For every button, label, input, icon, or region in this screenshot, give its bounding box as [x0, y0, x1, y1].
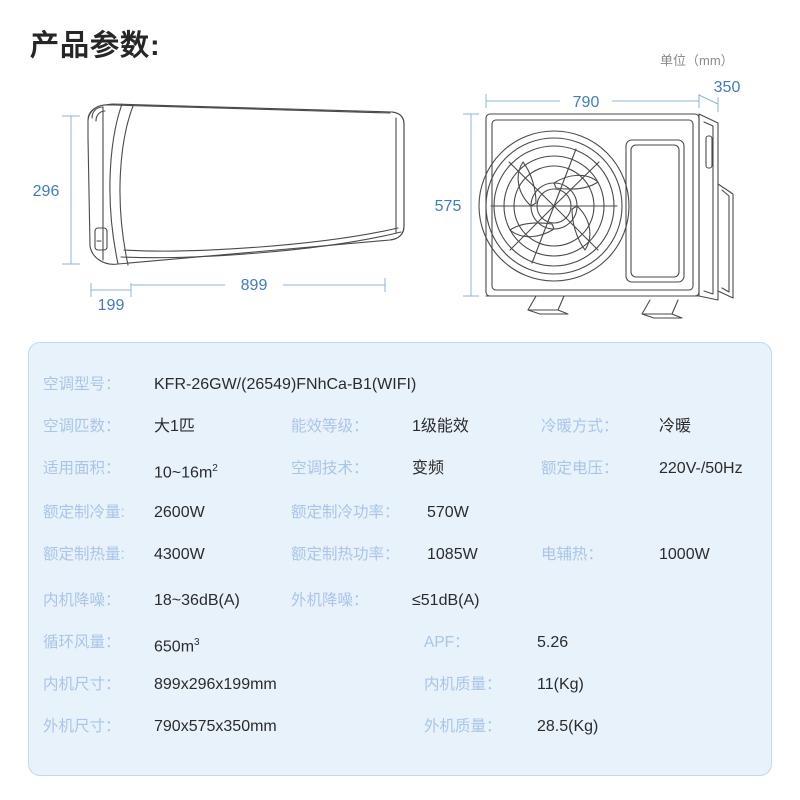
- spec-value: 18~36dB(A): [154, 592, 240, 609]
- spec-value: 790x575x350mm: [154, 718, 277, 735]
- outdoor-depth-label: 350: [714, 79, 741, 96]
- spec-value: 10~16m2: [154, 463, 218, 482]
- spec-label: 电辅热：: [541, 546, 604, 563]
- spec-row: 额定制冷量: 2600W 额定制冷功率： 570W: [29, 501, 771, 525]
- spec-value: 大1匹: [154, 418, 195, 435]
- spec-value: ≤51dB(A): [412, 592, 480, 609]
- spec-label: 额定制热量:: [43, 546, 125, 563]
- spec-label: 额定电压：: [541, 460, 619, 477]
- outdoor-dimension-lines: [463, 94, 719, 297]
- superscript-unit: 2: [212, 463, 218, 474]
- spec-label: 能效等级：: [291, 418, 369, 435]
- spec-label: 内机降噪：: [43, 592, 121, 609]
- indoor-depth-label: 199: [98, 297, 125, 314]
- spec-label: 内机尺寸：: [43, 676, 121, 693]
- spec-label: 外机质量：: [424, 718, 502, 735]
- spec-row: 空调型号： KFR-26GW/(26549)FNhCa-B1(WIFI): [29, 373, 771, 397]
- page-title: 产品参数:: [30, 30, 161, 62]
- spec-value: 1085W: [427, 546, 478, 563]
- indoor-height-label: 296: [33, 183, 60, 200]
- outdoor-dimension-labels: 790 350 575: [435, 79, 741, 215]
- spec-label: 外机降噪：: [291, 592, 369, 609]
- spec-value: 220V-/50Hz: [659, 460, 743, 477]
- spec-label: 冷暖方式：: [541, 418, 619, 435]
- spec-row: 额定制热量: 4300W 额定制热功率： 1085W 电辅热： 1000W: [29, 543, 771, 567]
- indoor-width-label: 899: [241, 277, 268, 294]
- outdoor-height-label: 575: [435, 198, 462, 215]
- spec-panel: 空调型号： KFR-26GW/(26549)FNhCa-B1(WIFI) 空调匹数：…: [28, 342, 772, 776]
- spec-value: 2600W: [154, 504, 205, 521]
- spec-label: 循环风量：: [43, 634, 121, 651]
- indoor-dimension-lines: [62, 115, 386, 297]
- spec-value: 冷暖: [659, 418, 692, 435]
- spec-label: 适用面积：: [43, 460, 121, 477]
- spec-label: 空调匹数：: [43, 418, 121, 435]
- spec-label: APF：: [424, 634, 470, 651]
- spec-value: 1000W: [659, 546, 710, 563]
- outdoor-width-label: 790: [573, 94, 600, 111]
- spec-value: 650m3: [154, 637, 200, 656]
- spec-value: 变频: [412, 460, 445, 477]
- indoor-unit-outline: [87, 103, 405, 266]
- spec-row: 空调匹数： 大1匹 能效等级： 1级能效 冷暖方式： 冷暖: [29, 415, 771, 439]
- spec-value: 11(Kg): [537, 676, 584, 693]
- spec-row: 外机尺寸： 790x575x350mm 外机质量： 28.5(Kg): [29, 715, 771, 739]
- spec-row: 内机降噪： 18~36dB(A) 外机降噪： ≤51dB(A): [29, 589, 771, 613]
- spec-label: 外机尺寸：: [43, 718, 121, 735]
- spec-value: 28.5(Kg): [537, 718, 599, 735]
- spec-value: 4300W: [154, 546, 205, 563]
- product-drawings: 296 899 199: [0, 78, 800, 338]
- unit-note-label: 单位（mm）: [660, 53, 734, 68]
- spec-row: 内机尺寸： 899x296x199mm 内机质量： 11(Kg): [29, 673, 771, 697]
- indoor-dimension-labels: 296 899 199: [33, 183, 268, 314]
- spec-label: 内机质量：: [424, 676, 502, 693]
- spec-label: 额定制冷量:: [43, 504, 125, 521]
- spec-value: 5.26: [537, 634, 569, 651]
- spec-value: 899x296x199mm: [154, 676, 277, 693]
- spec-label: 额定制热功率：: [291, 546, 400, 563]
- spec-row: 循环风量： 650m3 APF： 5.26: [29, 631, 771, 655]
- spec-row: 适用面积： 10~16m2 空调技术： 变频 额定电压： 220V-/50Hz: [29, 457, 771, 481]
- spec-value: KFR-26GW/(26549)FNhCa-B1(WIFI): [154, 376, 417, 393]
- superscript-unit: 3: [194, 637, 200, 648]
- spec-label: 空调型号：: [43, 376, 121, 393]
- spec-value: 570W: [427, 504, 469, 521]
- spec-value: 1级能效: [412, 418, 469, 435]
- spec-label: 额定制冷功率：: [291, 504, 400, 521]
- outdoor-unit-outline: [478, 113, 734, 319]
- spec-label: 空调技术：: [291, 460, 369, 477]
